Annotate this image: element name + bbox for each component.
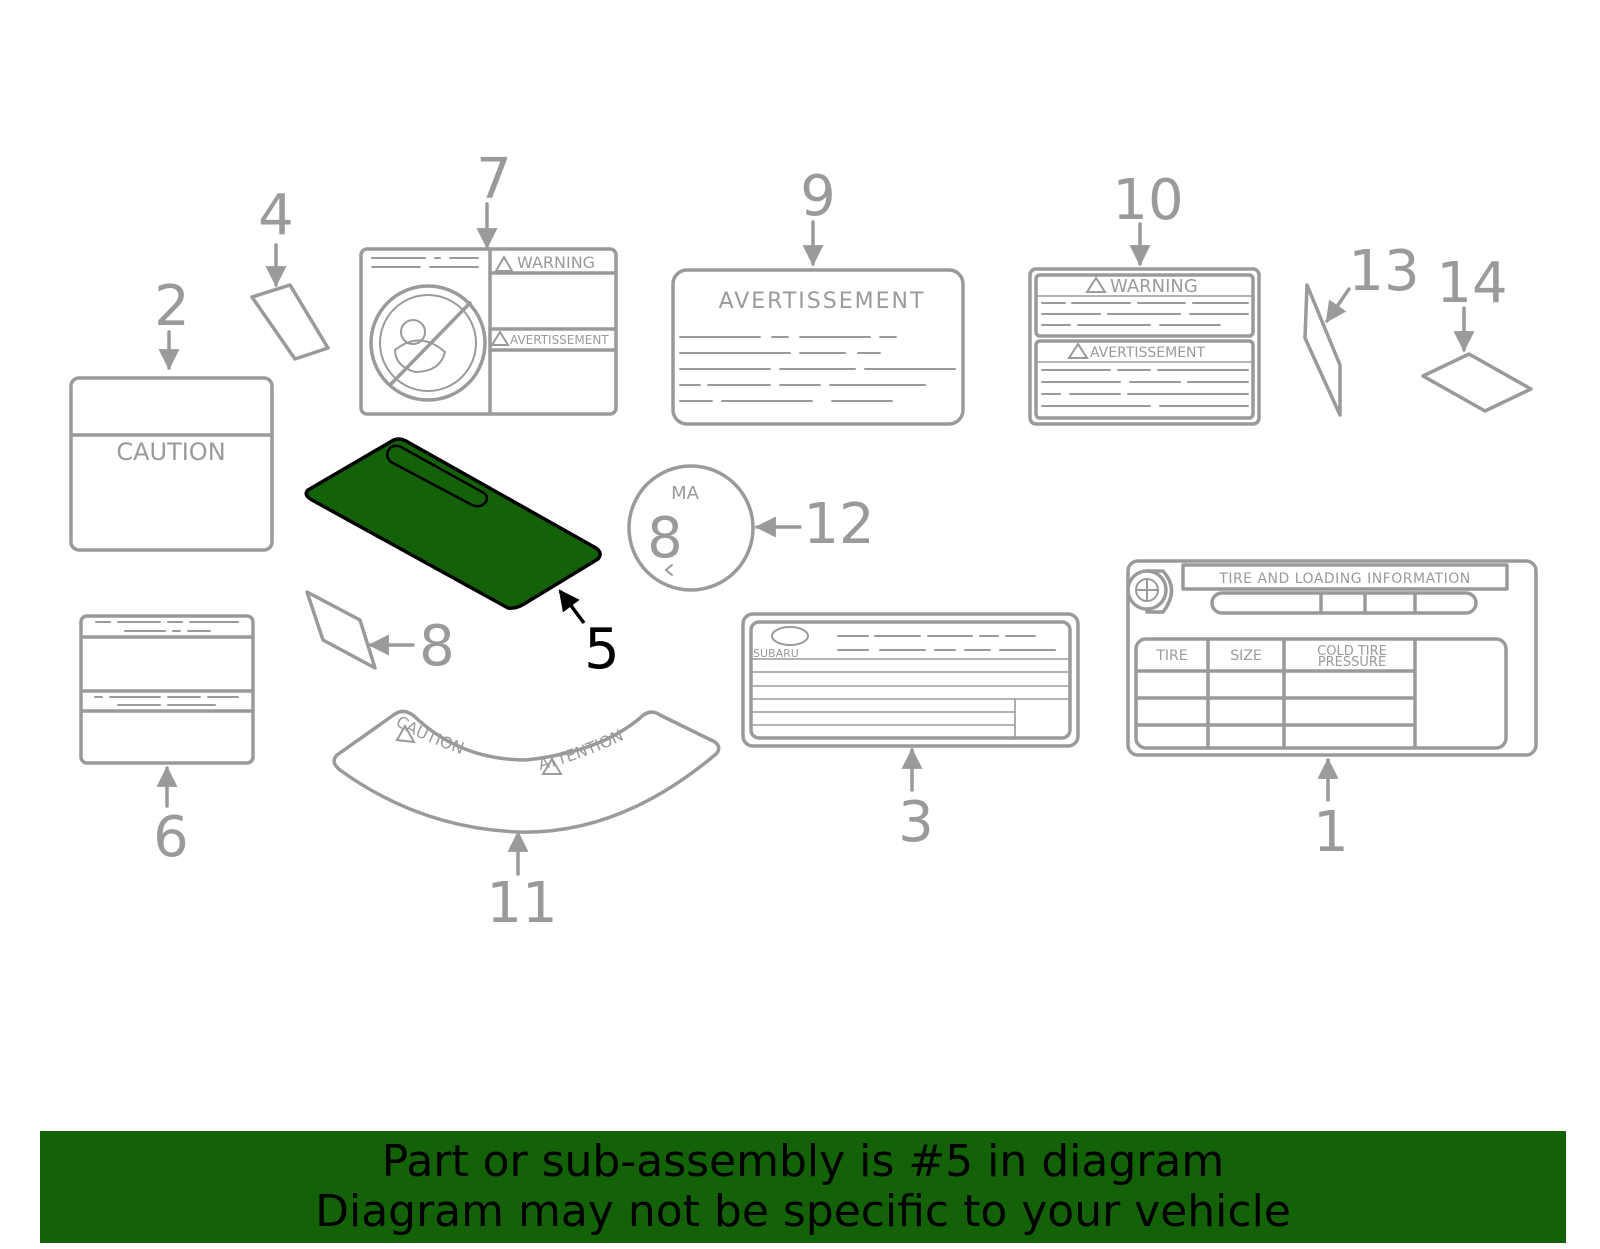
part-4-small-label bbox=[250, 283, 330, 361]
svg-text:12: 12 bbox=[803, 492, 874, 557]
attention-arc-text: ATTENTION bbox=[536, 726, 626, 774]
svg-text:ATTENTION: ATTENTION bbox=[536, 726, 626, 774]
part-8-small-label bbox=[305, 590, 377, 670]
svg-text:CAUTION: CAUTION bbox=[393, 712, 467, 758]
part-11-arc-label: CAUTION ATTENTION bbox=[332, 709, 721, 834]
callout-1: 1 bbox=[1313, 757, 1349, 865]
svg-text:13: 13 bbox=[1348, 239, 1419, 304]
part-5-highlighted-label[interactable] bbox=[304, 437, 602, 610]
warning-text-10: WARNING bbox=[1110, 276, 1198, 297]
svg-text:11: 11 bbox=[486, 871, 557, 936]
banner-line-1: Part or sub-assembly is #5 in diagram bbox=[381, 1136, 1225, 1187]
callout-10: 10 bbox=[1112, 168, 1184, 267]
svg-text:10: 10 bbox=[1112, 168, 1183, 233]
svg-text:5: 5 bbox=[584, 617, 620, 682]
eight-text: 8 bbox=[647, 506, 683, 571]
banner-line-2: Diagram may not be specific to your vehi… bbox=[315, 1186, 1291, 1237]
tire-loading-text: TIRE AND LOADING INFORMATION bbox=[1218, 571, 1470, 587]
pressure-text: PRESSURE bbox=[1318, 655, 1386, 670]
size-text: SIZE bbox=[1230, 648, 1261, 664]
part-9-avertissement-label: AVERTISSEMENT bbox=[671, 268, 965, 426]
part-12-round-label: MA 8 bbox=[627, 464, 755, 592]
avertissement-text-7: AVERTISSEMENT bbox=[510, 333, 609, 347]
part-1-tire-loading-label: TIRE AND LOADING INFORMATION TIRE SIZE C… bbox=[1126, 559, 1538, 757]
callout-14: 14 bbox=[1436, 251, 1508, 353]
part-14-diamond-label bbox=[1421, 352, 1533, 413]
svg-text:7: 7 bbox=[476, 147, 512, 212]
svg-text:3: 3 bbox=[898, 790, 934, 855]
callout-4: 4 bbox=[258, 183, 294, 288]
callout-9: 9 bbox=[800, 164, 836, 267]
callout-6: 6 bbox=[153, 765, 189, 870]
svg-text:1: 1 bbox=[1313, 800, 1349, 865]
callout-5: 5 bbox=[558, 589, 620, 682]
caution-text: CAUTION bbox=[116, 438, 225, 466]
part-10-warning-label: WARNING AVERTISSEMENT bbox=[1028, 267, 1261, 426]
caution-arc-text: CAUTION bbox=[393, 712, 467, 758]
callout-12: 12 bbox=[754, 492, 875, 557]
svg-text:2: 2 bbox=[154, 274, 190, 339]
callout-7: 7 bbox=[476, 147, 512, 250]
callout-2: 2 bbox=[154, 274, 190, 371]
part-3-subaru-label: SUBARU bbox=[741, 612, 1080, 748]
callout-11: 11 bbox=[486, 830, 558, 936]
warning-text-7: WARNING bbox=[517, 253, 595, 272]
callout-8: 8 bbox=[367, 614, 455, 679]
ma-text: MA bbox=[671, 483, 700, 504]
part-7-airbag-warning-label: WARNING AVERTISSEMENT bbox=[359, 247, 618, 416]
cold-tire-text: COLD TIRE bbox=[1317, 644, 1387, 659]
callout-3: 3 bbox=[898, 747, 934, 855]
callout-13: 13 bbox=[1325, 239, 1420, 323]
info-banner: Part or sub-assembly is #5 in diagram Di… bbox=[40, 1131, 1566, 1243]
avertissement-text-9: AVERTISSEMENT bbox=[719, 289, 926, 314]
svg-text:8: 8 bbox=[419, 614, 455, 679]
svg-text:14: 14 bbox=[1436, 251, 1507, 316]
svg-text:9: 9 bbox=[800, 164, 836, 229]
svg-text:6: 6 bbox=[153, 805, 189, 870]
avertissement-text-10: AVERTISSEMENT bbox=[1090, 345, 1206, 361]
part-13-strip-label bbox=[1303, 283, 1342, 417]
svg-text:4: 4 bbox=[258, 183, 294, 248]
part-6-label bbox=[79, 614, 255, 765]
tire-text: TIRE bbox=[1155, 648, 1187, 664]
subaru-text: SUBARU bbox=[753, 647, 799, 660]
part-2-caution-label: CAUTION bbox=[69, 376, 274, 552]
